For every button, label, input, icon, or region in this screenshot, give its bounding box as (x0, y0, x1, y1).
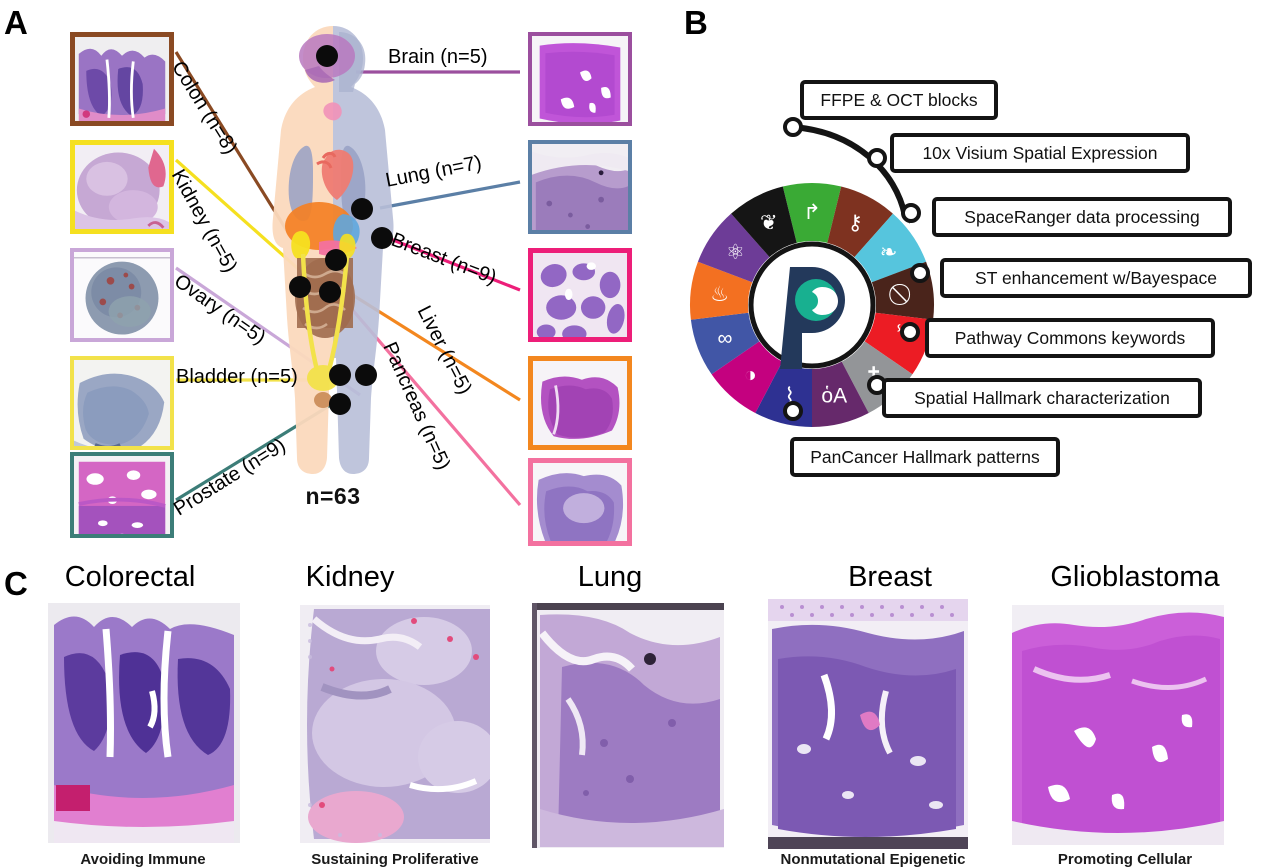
marker-dot-kidney-l (289, 276, 311, 298)
thumbnail-pancreas (528, 458, 632, 546)
flow-step-visium-spatial-expression[interactable]: 10x Visium Spatial Expression (890, 133, 1190, 173)
thumbnail-liver (528, 356, 632, 450)
human-body-diagram (243, 18, 423, 478)
panel-c-image-lung (532, 603, 724, 848)
marker-dot-lung (351, 198, 373, 220)
flow-step-pathway-commons-keywords[interactable]: Pathway Commons keywords (925, 318, 1215, 358)
arc-node-4 (910, 263, 930, 283)
organ-label-bladder: Bladder (n=5) (176, 366, 298, 388)
flow-step-pancancer-hallmark-patterns[interactable]: PanCancer Hallmark patterns (790, 437, 1060, 477)
lead-line-lung (379, 180, 521, 210)
wheel-segment-enabling-replicative-immortality (690, 312, 760, 375)
marker-dot-bladder (329, 364, 351, 386)
dna-icon: ⌇ (785, 384, 795, 407)
infinity-icon: ∞ (718, 327, 733, 350)
panel-c-title-kidney: Kidney (305, 561, 395, 593)
panel-c-title-breast: Breast (848, 561, 932, 593)
panel-c-title-colorectal: Colorectal (64, 561, 196, 593)
panel-b-letter: B (684, 4, 708, 41)
arc-node-2 (867, 148, 887, 168)
flow-step-spaceranger-processing[interactable]: SpaceRanger data processing (932, 197, 1232, 237)
flame-icon: ♨ (710, 283, 729, 306)
panel-b: B ↱⚷❧⃠ⸯ✝ὁA⌇◑∞♨⚛❦ FFPE & OCT blocks 10x V… (660, 0, 1280, 555)
panel-c-title-glioblastoma: Glioblastoma (1050, 561, 1220, 593)
flow-step-spatial-hallmark-characterization[interactable]: Spatial Hallmark characterization (882, 378, 1202, 418)
hallmarks-of-cancer-wheel: ↱⚷❧⃠ⸯ✝ὁA⌇◑∞♨⚛❦ (682, 175, 942, 435)
panel-c-caption-glioblastoma: Promoting Cellular (1057, 851, 1193, 868)
thumbnail-kidney (70, 140, 174, 234)
wheel-segment-sustaining-proliferative-signaling (782, 183, 842, 243)
thumbnail-prostate (70, 452, 174, 538)
panel-c-image-colorectal (48, 603, 240, 843)
marker-dot-breast (371, 227, 393, 249)
marker-dot-brain (316, 45, 338, 67)
arrow-turn-right-icon: ↱ (803, 201, 821, 224)
thumbnail-breast (528, 248, 632, 342)
panel-c-letter: C (4, 565, 28, 602)
arc-node-7 (783, 401, 803, 421)
bacteria-icon: ❦ (760, 212, 778, 235)
wheel-segment-activating-invasion-metastasis (812, 361, 869, 427)
panel-c-image-glioblastoma (1012, 605, 1224, 845)
panel-a-letter: A (4, 4, 28, 41)
marker-dot-pancreas (319, 281, 341, 303)
panel-c-caption-breast: Nonmutational Epigenetic (780, 851, 966, 868)
panel-c-image-kidney (300, 605, 490, 843)
thumbnail-bladder (70, 356, 174, 450)
flow-step-ffpe-oct-blocks[interactable]: FFPE & OCT blocks (800, 80, 998, 120)
wheel-segment-tumor-promoting-inflammation (827, 186, 893, 258)
thumbnail-lung (528, 140, 632, 234)
lead-line-breast (387, 236, 521, 292)
thumbnail-ovary (70, 248, 174, 342)
wheel-segment-unlocking-phenotypic-plasticity (697, 213, 770, 283)
panel-a: A (0, 0, 660, 555)
panel-a-total-count: n=63 (305, 483, 361, 509)
marker-dot-ovary (355, 364, 377, 386)
wheel-segment-avoiding-immune-destruction (711, 341, 783, 414)
marker-dot-liver (325, 249, 347, 271)
flow-step-st-enhancement-bayespace[interactable]: ST enhancement w/Bayespace (940, 258, 1252, 298)
panel-c-caption-kidney: Sustaining Proliferative (311, 851, 479, 868)
thumbnail-colon (70, 32, 174, 126)
atom-icon: ⚛ (726, 241, 745, 264)
thermometer-icon: ⚷ (848, 212, 863, 235)
thumbnail-brain (528, 32, 632, 126)
wheel-segment-nonmutational-epigenetic-reprogramming (690, 261, 753, 320)
shell-icon: ὁA (821, 384, 847, 407)
panel-c-image-breast (768, 599, 968, 849)
wheel-segment-polymorphic-microbiomes (731, 186, 797, 258)
arc-node-5 (900, 322, 920, 342)
organ-label-brain: Brain (n=5) (388, 46, 488, 68)
panel-c-caption-colorectal: Avoiding Immune (80, 851, 206, 868)
mask-icon: ◑ (744, 364, 757, 387)
pathway-commons-logo (780, 267, 845, 369)
arc-node-1 (783, 117, 803, 137)
leaf-icon: ❧ (880, 241, 898, 264)
arc-node-3 (901, 203, 921, 223)
marker-dot-prostate (329, 393, 351, 415)
panel-c-title-lung: Lung (577, 561, 643, 593)
panel-c: C Colorectal Avoiding Immune Kidney (0, 555, 1280, 868)
wheel-segment-deregulating-cellular-energetics (854, 213, 927, 283)
